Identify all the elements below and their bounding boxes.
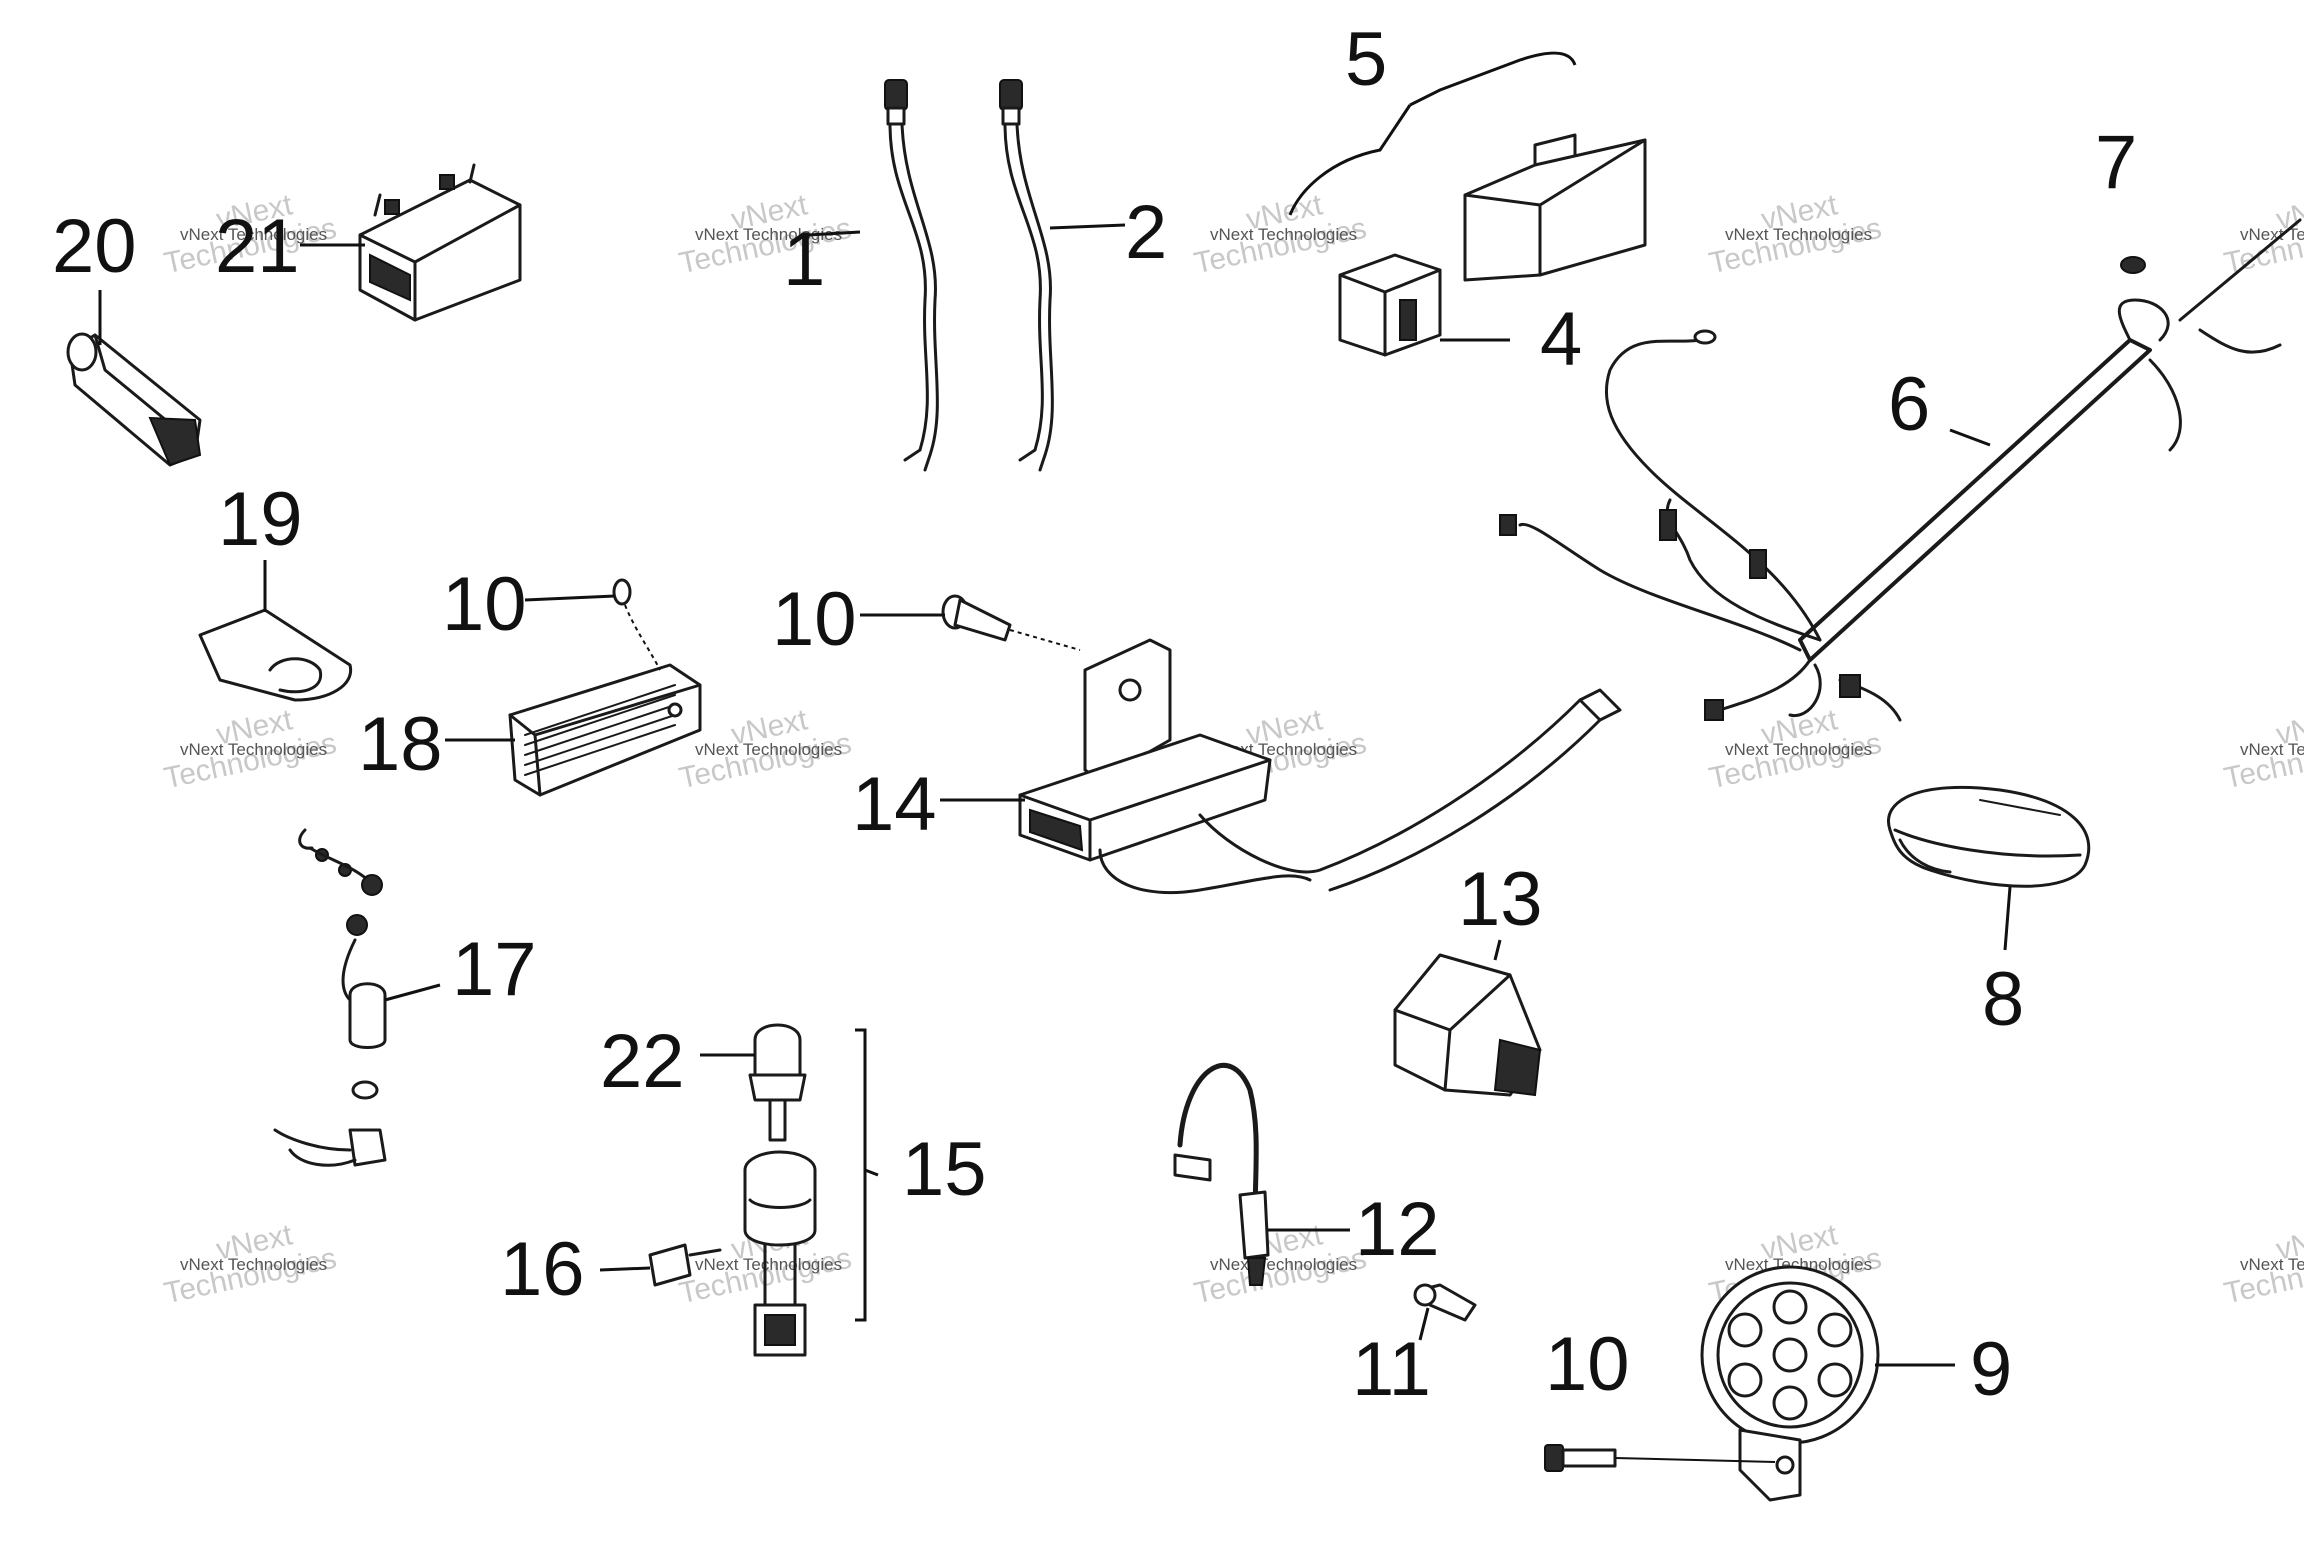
callout-16: 16 bbox=[500, 1227, 585, 1312]
leader-11 bbox=[1418, 1307, 1430, 1341]
part-9-horn bbox=[1700, 1265, 1880, 1502]
part-4-cdi-box bbox=[1338, 253, 1442, 357]
leader-10a bbox=[524, 594, 616, 602]
leader-6 bbox=[1949, 428, 1991, 447]
callouts: 1 2 4 5 6 7 8 9 10 10 10 11 12 13 14 15 … bbox=[52, 17, 2137, 1412]
callout-1: 1 bbox=[783, 217, 825, 302]
watermark-company: vNext Technologies bbox=[695, 740, 842, 759]
bracket-5 bbox=[1288, 51, 1577, 216]
watermark-company: vNext Technologies bbox=[1210, 1255, 1357, 1274]
watermark-company: vNext Technologies bbox=[2240, 740, 2304, 759]
watermark: Technologies vNext vNext Technologies bbox=[2221, 703, 2304, 795]
part-2-wire-lead bbox=[999, 79, 1054, 472]
watermark: Technologies vNext vNext Technologies bbox=[2221, 1218, 2304, 1310]
watermark-company: vNext Technologies bbox=[180, 225, 327, 244]
watermark: Technologies vNext vNext Technologies bbox=[676, 703, 854, 795]
bracket-15 bbox=[855, 1028, 879, 1322]
leader-1 bbox=[807, 230, 861, 237]
watermark-company: vNext Technologies bbox=[1725, 740, 1872, 759]
watermark: Technologies vNext vNext Technologies bbox=[2221, 188, 2304, 280]
part-16-terminal bbox=[648, 1243, 722, 1287]
callout-11: 11 bbox=[1352, 1327, 1431, 1412]
part-10-bolt bbox=[941, 594, 1081, 651]
leader-17 bbox=[384, 983, 441, 1002]
part-22-key bbox=[748, 1023, 807, 1142]
callout-8: 8 bbox=[1982, 957, 2024, 1042]
watermark-company: vNext Technologies bbox=[1725, 1255, 1872, 1274]
part-12-ignition-coil bbox=[1173, 1062, 1270, 1286]
watermark: Technologies vNext vNext Technologies bbox=[1191, 188, 1369, 280]
callout-10-relay: 10 bbox=[772, 577, 857, 662]
callout-10-regulator: 10 bbox=[442, 562, 527, 647]
part-14-relay-bracket bbox=[1018, 638, 1622, 895]
callout-15: 15 bbox=[902, 1127, 987, 1212]
leader-16 bbox=[599, 1266, 651, 1272]
part-10-horn-bolt bbox=[1544, 1444, 1776, 1472]
callout-17: 17 bbox=[452, 927, 537, 1012]
part-18-voltage-regulator bbox=[508, 663, 702, 797]
watermark-company: vNext Technologies bbox=[1725, 225, 1872, 244]
watermark: Technologies vNext vNext Technologies bbox=[1706, 188, 1884, 280]
callout-7: 7 bbox=[2095, 120, 2137, 205]
watermark-company: vNext Technologies bbox=[695, 1255, 842, 1274]
watermark: Technologies vNext vNext Technologies bbox=[161, 703, 339, 795]
part-1-wire-lead bbox=[884, 79, 939, 472]
callout-4: 4 bbox=[1540, 297, 1582, 382]
watermark-company: vNext Technologies bbox=[2240, 1255, 2304, 1274]
callout-2: 2 bbox=[1125, 190, 1167, 275]
part-8-cover bbox=[1887, 785, 2091, 888]
callout-12: 12 bbox=[1355, 1187, 1440, 1272]
part-11-screw bbox=[1413, 1283, 1477, 1322]
watermark: Technologies vNext vNext Technologies bbox=[676, 188, 854, 280]
callout-22: 22 bbox=[600, 1019, 685, 1104]
regulator-fins bbox=[524, 684, 676, 776]
callout-10-horn: 10 bbox=[1545, 1322, 1630, 1407]
callout-14: 14 bbox=[852, 762, 937, 847]
leader-8 bbox=[2003, 886, 2012, 951]
watermark-company: vNext Technologies bbox=[1210, 225, 1357, 244]
callout-13: 13 bbox=[1458, 857, 1543, 942]
leader-13 bbox=[1493, 939, 1502, 961]
part-15-ignition-switch bbox=[743, 1150, 817, 1357]
watermark-company: vNext Technologies bbox=[2240, 225, 2304, 244]
leader-lines bbox=[98, 223, 2012, 1367]
callout-9: 9 bbox=[1970, 1327, 2012, 1412]
part-7-clip bbox=[2120, 256, 2146, 274]
leader-2 bbox=[1049, 223, 1126, 230]
part-20-fuse-holder bbox=[66, 332, 202, 467]
callout-21: 21 bbox=[215, 204, 300, 289]
callout-6: 6 bbox=[1888, 362, 1930, 447]
watermark-company: vNext Technologies bbox=[180, 1255, 327, 1274]
watermark-company: vNext Technologies bbox=[180, 740, 327, 759]
part-13-relay bbox=[1393, 953, 1542, 1097]
watermark-company: vNext Technologies bbox=[695, 225, 842, 244]
part-5-cdi-box bbox=[1463, 133, 1647, 282]
callout-5: 5 bbox=[1345, 17, 1387, 102]
part-6-wire-harness bbox=[1499, 218, 2302, 722]
watermark: Technologies vNext vNext Technologies bbox=[161, 1218, 339, 1310]
part-17-switch bbox=[273, 828, 387, 1167]
part-21-battery bbox=[358, 163, 522, 322]
callout-20: 20 bbox=[52, 204, 137, 289]
callout-18: 18 bbox=[358, 702, 443, 787]
part-19-boot bbox=[198, 608, 353, 702]
callout-19: 19 bbox=[218, 477, 303, 562]
watermark: Technologies vNext vNext Technologies bbox=[1191, 1218, 1369, 1310]
part-10-screw bbox=[612, 578, 661, 671]
